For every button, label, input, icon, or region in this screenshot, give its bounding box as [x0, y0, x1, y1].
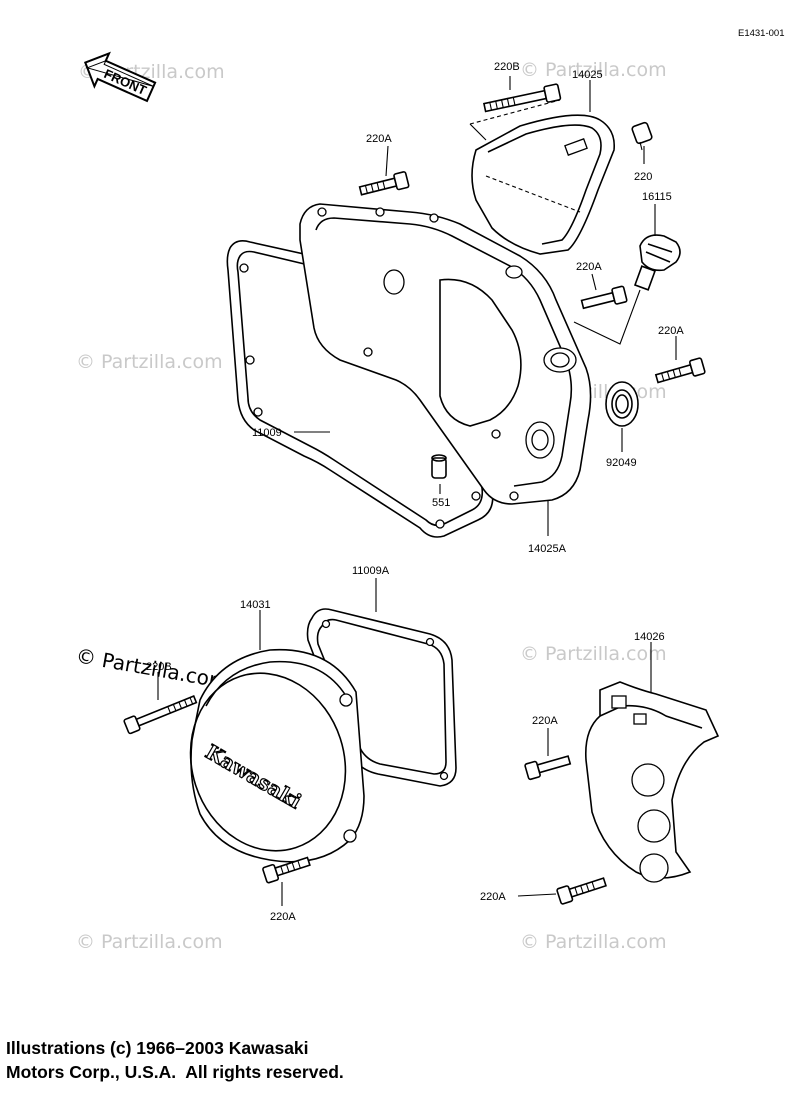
cover-14025	[469, 99, 616, 255]
watermark: © Partzilla.com	[520, 59, 667, 81]
part-label: 220B	[494, 61, 520, 73]
copyright-line-1: Illustrations (c) 1966–2003 Kawasaki	[6, 1038, 309, 1058]
part-label: 220A	[480, 891, 506, 903]
copyright-notice: Illustrations (c) 1966–2003 Kawasaki Mot…	[6, 1036, 344, 1084]
bolt-220B	[483, 83, 562, 113]
part-label: 16115	[642, 191, 672, 203]
dowel-551	[431, 454, 447, 479]
diagram-code: E1431-001	[738, 28, 784, 39]
part-label: 220A	[576, 261, 602, 273]
bolt-220A-lower	[262, 856, 311, 884]
part-label: 14026	[634, 631, 665, 643]
part-label: 220A	[366, 133, 392, 145]
part-label: 14031	[240, 599, 271, 611]
watermark: © Partzilla.com	[76, 351, 223, 373]
bolt-220B-lower	[123, 695, 198, 735]
part-label: 220A	[270, 911, 296, 923]
seal-92049	[605, 381, 639, 427]
part-label: 220A	[532, 715, 558, 727]
part-label: 11009A	[352, 565, 390, 577]
bolt-220A-right-bottom	[556, 877, 607, 905]
bolt-220A-right	[654, 357, 706, 384]
bolt-220A-mid	[580, 285, 628, 310]
watermark: © Partzilla.com	[520, 931, 667, 953]
cover-14025A	[299, 203, 592, 505]
bolt-220A-right-mid	[524, 755, 572, 781]
part-label: 14025A	[528, 543, 567, 555]
front-arrow: FRONT	[83, 51, 157, 103]
part-label: 14025	[572, 69, 603, 81]
copyright-line-2: Motors Corp., U.S.A. All rights reserved…	[6, 1062, 344, 1082]
part-labels: 220B 14025 220A 220 16115 220A 220A 1100…	[146, 61, 684, 923]
part-label: 551	[432, 497, 450, 509]
cap-16115	[633, 234, 681, 291]
cover-14026	[584, 681, 720, 883]
leader-lines	[157, 76, 677, 906]
part-label: 220A	[658, 325, 684, 337]
part-label: 220	[634, 171, 652, 183]
watermark: © Partzilla.com	[76, 931, 223, 953]
watermark: © Partzilla.com	[520, 643, 667, 665]
part-label: 220B	[146, 661, 172, 673]
cover-14031: Kawasaki	[189, 648, 365, 863]
bolt-220A	[358, 171, 410, 196]
part-label: 92049	[606, 457, 637, 469]
part-label: 11009	[252, 427, 282, 439]
bolt-220	[631, 121, 653, 151]
gasket-11009A	[306, 608, 457, 787]
